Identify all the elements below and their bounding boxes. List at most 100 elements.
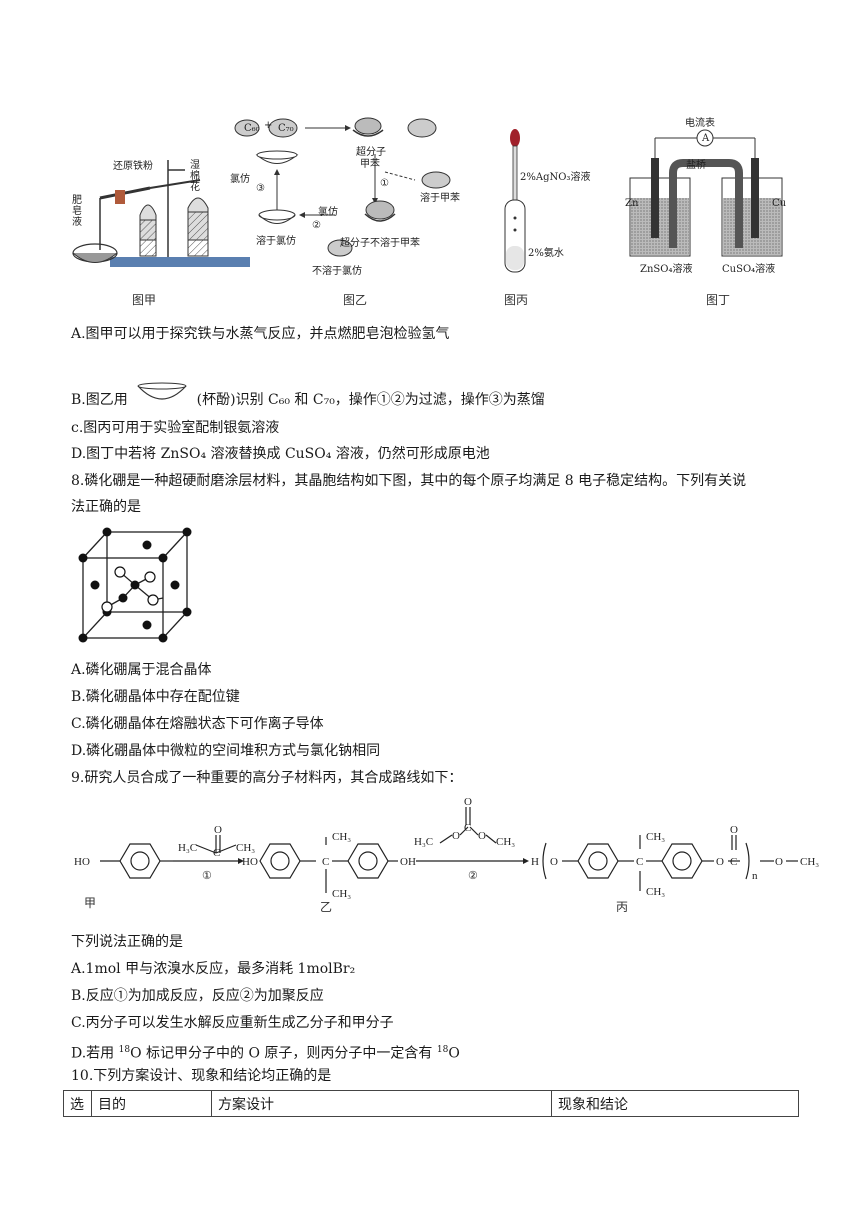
q7-b-prefix: B.图乙用: [71, 392, 128, 408]
dropper-bulb: [510, 129, 520, 147]
bowl-bottom: [258, 209, 296, 221]
q9-option-b: B.反应①为加成反应，反应②为加聚反应: [71, 988, 324, 1004]
yi-dissolve-toluene: 溶于甲苯: [420, 193, 460, 204]
q9-c4: C: [636, 856, 643, 868]
q9-step1: ①: [202, 870, 212, 882]
label-soap: 肥皂液: [72, 195, 82, 228]
q7-option-c: c.图丙可用于实验室配制银氨溶液: [71, 420, 280, 436]
ding-zn: Zn: [625, 198, 639, 209]
q9-ch3-c: CH₃: [332, 888, 351, 900]
c70-ball: [268, 118, 298, 138]
q9-synthesis-scheme: HO H₃C C O CH₃ ① HO C CH₃ CH₃ OH H₃C O C…: [74, 796, 819, 914]
yi-chloroform-a: 氯仿: [230, 174, 250, 185]
ring-bing-1: [577, 843, 619, 879]
q9-d-end: O: [448, 1045, 460, 1062]
q10-col-result: 现象和结论: [558, 1097, 628, 1113]
ding-znso4: ZnSO₄溶液: [640, 264, 693, 275]
ring-yi-2: [347, 843, 389, 879]
q9-d-sup1: 18: [118, 1045, 131, 1055]
q10-table-header: 选 目的 方案设计 现象和结论: [63, 1090, 799, 1117]
yi-c70: C₇₀: [278, 123, 294, 134]
q9-c3: C: [464, 822, 471, 834]
q9-c1: C: [213, 847, 220, 859]
q9-o4: O: [478, 830, 486, 842]
q9-option-c: C.丙分子可以发生水解反应重新生成乙分子和甲分子: [71, 1015, 394, 1031]
yi-plus: +: [264, 120, 273, 131]
q9-ch3-f: CH₃: [646, 886, 665, 898]
q9-stem: 9.研究人员合成了一种重要的高分子材料丙，其合成路线如下：: [71, 770, 463, 786]
yi-supramolecule: 超分子: [356, 147, 386, 158]
q8-stem-1: 8.磷化硼是一种超硬耐磨涂层材料，其晶胞结构如下图，其中的每个原子均满足 8 电…: [71, 473, 747, 489]
q9-d-pre: D.若用: [71, 1045, 119, 1062]
figure-yi-diagram: [234, 117, 451, 257]
q8-option-c: C.磷化硼晶体在熔融状态下可作离子导体: [71, 716, 324, 732]
q9-option-a: A.1mol 甲与浓溴水反应，最多消耗 1molBr₂: [71, 961, 356, 977]
q10-stem: 10.下列方案设计、现象和结论均正确的是: [71, 1068, 332, 1084]
q9-h3c2: H₃C: [414, 836, 433, 848]
q9-ch3-d: CH₃: [496, 836, 515, 848]
q9-ch3-end: CH₃: [800, 856, 819, 868]
q7-option-b: B.图乙用 (杯酚)识别 C₆₀ 和 C₇₀，操作①②为过滤，操作③为蒸馏: [71, 382, 545, 410]
yi-dissolve-chloroform: 溶于氯仿: [256, 236, 296, 247]
q9-question: 下列说法正确的是: [71, 934, 183, 950]
q9-o-left: O: [716, 856, 724, 868]
q9-ch3-b: CH₃: [332, 831, 351, 843]
figure-ding-cell: [629, 129, 783, 257]
q9-label-yi: 乙: [320, 900, 332, 914]
c60-ball: [234, 119, 260, 137]
q9-h: H: [531, 856, 539, 868]
q9-ch3-e: CH₃: [646, 831, 665, 843]
q7-option-a: A.图甲可以用于探究铁与水蒸气反应，并点燃肥皂泡检验氢气: [71, 326, 450, 342]
ring-yi-1: [259, 843, 301, 879]
base-plate: [110, 257, 250, 267]
q9-label-bing: 丙: [616, 900, 628, 914]
label-iron-powder: 还原铁粉: [113, 161, 153, 172]
ding-a: A: [702, 133, 710, 144]
ding-cu: Cu: [772, 198, 787, 209]
caption-ding: 图丁: [706, 293, 731, 307]
caption-yi: 图乙: [343, 293, 368, 307]
q9-c2: C: [322, 856, 329, 868]
yi-c60: C₆₀: [244, 123, 260, 134]
q9-d-mid: O 标记甲分子中的 O 原子，则丙分子中一定含有: [130, 1045, 437, 1062]
q9-oh: OH: [400, 856, 416, 868]
ding-salt-bridge: 盐桥: [686, 160, 706, 171]
figure-jia-apparatus: [72, 160, 250, 267]
q9-ho2: HO: [242, 856, 258, 868]
salt-bridge: [669, 159, 743, 248]
yi-insoluble-chloroform: 不溶于氯仿: [312, 266, 362, 277]
iron-powder-tube: [115, 190, 125, 204]
q9-o1: O: [214, 824, 222, 836]
q8-stem-2: 法正确的是: [71, 499, 141, 515]
ding-cuso4: CuSO₄溶液: [722, 264, 776, 275]
q7-option-d: D.图丁中若将 ZnSO₄ 溶液替换成 CuSO₄ 溶液，仍然可形成原电池: [71, 446, 490, 462]
q9-o-right: O: [775, 856, 783, 868]
q9-c5: C: [730, 856, 737, 868]
figure-bing-dropper: [504, 129, 526, 273]
q10-col-design: 方案设计: [212, 1091, 552, 1116]
q8-option-a: A.磷化硼属于混合晶体: [71, 662, 212, 678]
ding-ammeter: 电流表: [685, 118, 715, 129]
q9-n: n: [752, 870, 758, 882]
q9-d-sup2: 18: [436, 1045, 449, 1055]
cu-electrode: [751, 158, 759, 238]
q9-h3c1: H₃C: [178, 842, 197, 854]
q9-o5: O: [550, 856, 558, 868]
zn-electrode: [651, 158, 659, 238]
q9-step2: ②: [468, 870, 478, 882]
q9-option-d: D.若用 18O 标记甲分子中的 O 原子，则丙分子中一定含有 18O: [71, 1040, 460, 1064]
supramolecule-ball: [354, 117, 382, 135]
caption-jia: 图甲: [132, 293, 157, 307]
q9-label-jia: 甲: [84, 896, 96, 910]
yi-step3: ③: [256, 183, 265, 194]
caption-bing: 图丙: [504, 293, 529, 307]
label-wet-cotton: 湿棉花: [190, 160, 200, 193]
q8-option-d: D.磷化硼晶体中微粒的空间堆积方式与氯化钠相同: [71, 743, 381, 759]
yi-step1: ①: [380, 178, 389, 189]
yi-toluene: 甲苯: [360, 159, 380, 170]
yi-insoluble-toluene: 超分子不溶于甲苯: [340, 238, 420, 249]
yi-step2: ②: [312, 220, 321, 231]
ring-jia: [119, 843, 161, 879]
q8-option-b: B.磷化硼晶体中存在配位键: [71, 689, 240, 705]
calixarene-bowl-icon: [137, 382, 187, 400]
